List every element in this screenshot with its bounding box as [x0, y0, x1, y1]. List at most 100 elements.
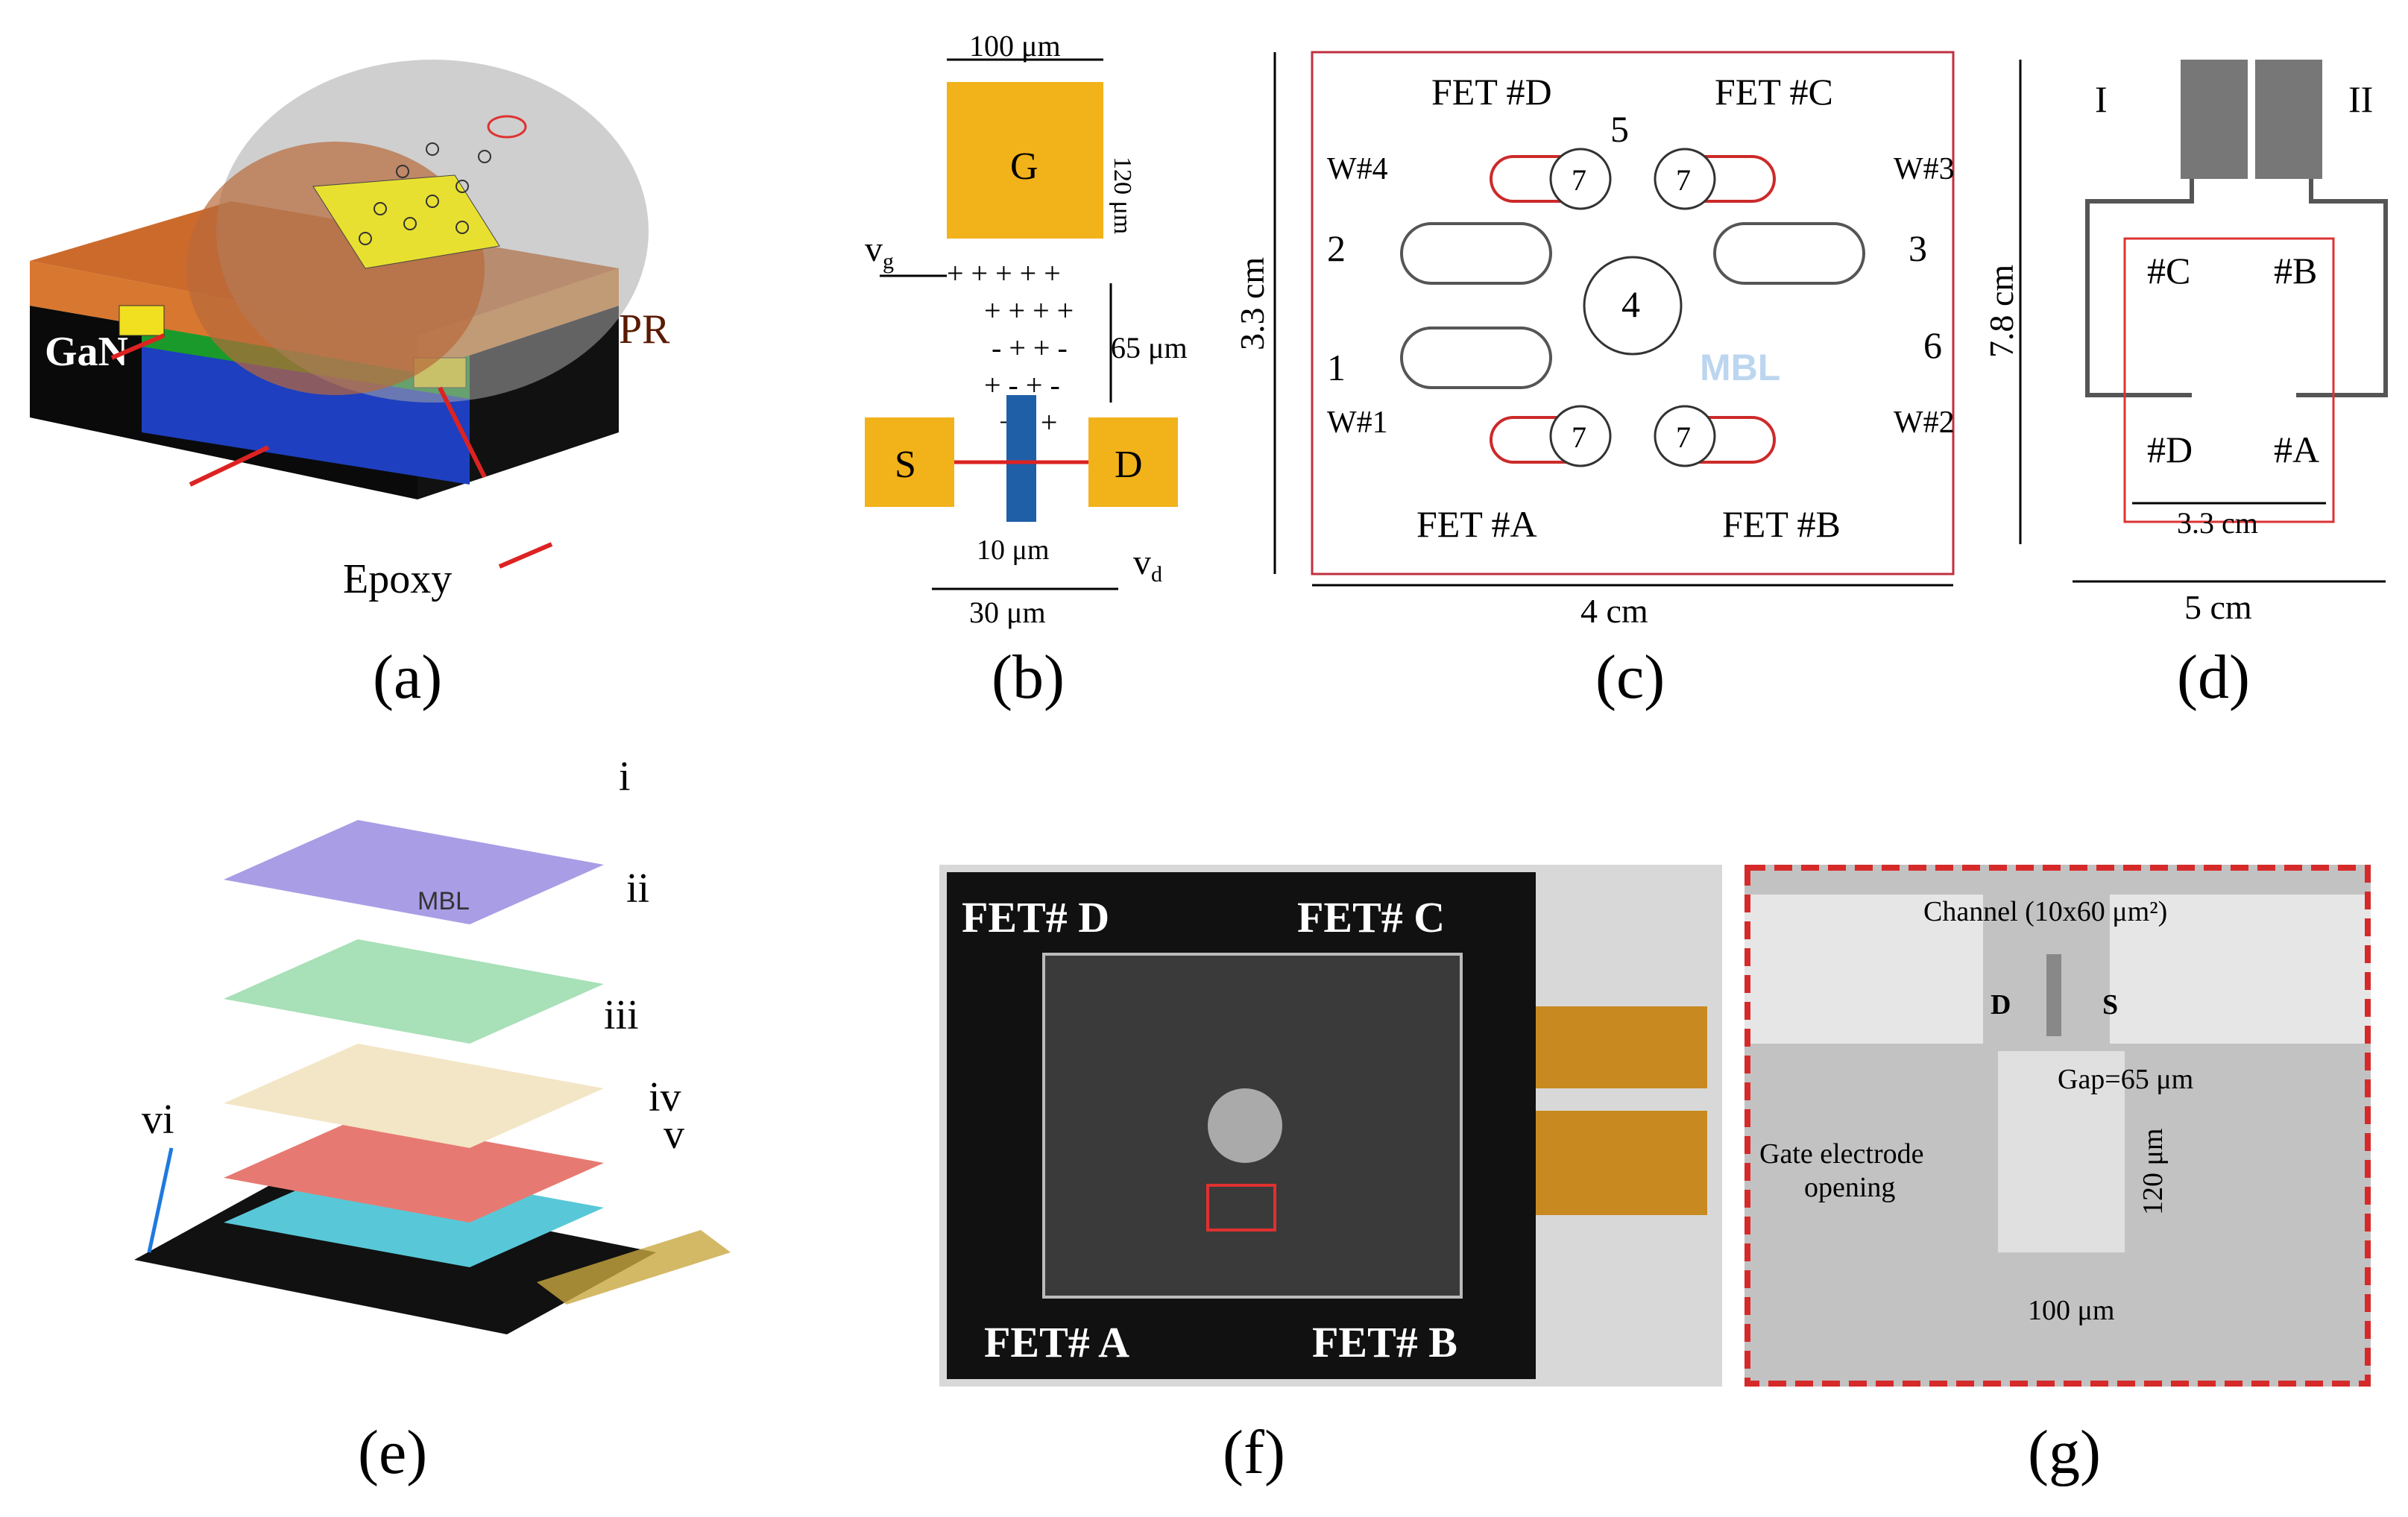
connector-bottom: [1536, 1111, 1707, 1215]
drain-pad: [1744, 895, 1983, 1044]
traces: [2085, 179, 2388, 397]
drain-label: D: [1115, 444, 1143, 486]
panel-g-micrograph: Channel (10x60 μm²) D S Gap=65 μm Gate e…: [1744, 865, 2371, 1387]
arrow-gan: [110, 333, 166, 360]
svg-text:1: 1: [1327, 347, 1346, 388]
dim-height: 3.3 cm: [1233, 257, 1271, 350]
svg-text:iv: iv: [649, 1074, 681, 1120]
svg-text:FET# C: FET# C: [1297, 893, 1445, 942]
panel-a-hemt-device: GaN Si AlGaN Epoxy PR: [15, 45, 670, 626]
svg-text:100 μm: 100 μm: [2028, 1295, 2114, 1326]
svg-text:iii: iii: [604, 992, 639, 1038]
si-layer: [142, 343, 470, 485]
source-electrode: [865, 417, 954, 507]
svg-text:7: 7: [1676, 163, 1691, 197]
svg-text:FET# D: FET# D: [962, 893, 1109, 942]
source-pad: [2110, 895, 2371, 1044]
svg-text:7: 7: [1676, 420, 1691, 454]
source-electrode: [119, 305, 165, 336]
label-si: Si: [149, 463, 184, 509]
ports-7: [1549, 148, 1716, 467]
source-label: S: [895, 444, 916, 486]
contact-pads: [2181, 60, 2322, 179]
svg-text:FET #A: FET #A: [1416, 503, 1537, 545]
gate-sensing-area: [312, 174, 500, 269]
svg-text:i: i: [619, 754, 631, 800]
gate-electrode: [947, 82, 1103, 239]
svg-text:v: v: [664, 1111, 684, 1158]
dim-height: 7.8 cm: [1982, 265, 2020, 358]
svg-text:6: 6: [1923, 324, 1942, 366]
layer-labels: i ii iii iv v vi: [142, 754, 684, 1158]
svg-text:D: D: [1991, 989, 2011, 1021]
svg-text:3: 3: [1909, 227, 1927, 269]
chip-labels: FET #D FET #C FET #A FET #B W#4 W#3 W#1 …: [1327, 71, 1955, 545]
svg-text:W#4: W#4: [1327, 152, 1388, 186]
layer-iv: [224, 1118, 604, 1223]
svg-text:- + + -: - + + -: [992, 331, 1068, 365]
d-labels: I II #C #B #D #A: [2095, 78, 2373, 470]
svg-text:S: S: [2102, 989, 2118, 1021]
dim-span: 30 μm: [969, 596, 1046, 629]
svg-text:FET# B: FET# B: [1312, 1318, 1457, 1366]
panel-c-layout: FET #D FET #C FET #A FET #B W#4 W#3 W#1 …: [1233, 30, 1968, 630]
arrow-vi: [147, 1147, 174, 1253]
dim-inner: 3.3 cm: [2177, 506, 2258, 540]
connector-top: [1536, 1006, 1707, 1088]
svg-text:+ + + +: + + + +: [984, 294, 1074, 327]
panel-f-photo: FET# D FET# C FET# A FET# B: [939, 865, 1722, 1387]
caption-a: (a): [373, 643, 443, 712]
svg-text:opening: opening: [1804, 1172, 1895, 1203]
dim-width: 5 cm: [2184, 588, 2252, 626]
chip-area: [2123, 237, 2335, 523]
svg-text:120 μm: 120 μm: [2137, 1129, 2169, 1215]
arrow-algan: [438, 386, 487, 479]
connector-traces: [537, 1230, 731, 1305]
chambers: [1400, 222, 1865, 389]
vd-label: vd: [1133, 543, 1162, 587]
caption-g: (g): [2028, 1418, 2101, 1487]
vg-label: vg: [865, 230, 894, 274]
central-reservoir: [1583, 256, 1683, 356]
chip-logo: MBL: [1700, 347, 1780, 388]
svg-text:FET #B: FET #B: [1722, 503, 1841, 545]
gate-opening: [1998, 1051, 2125, 1252]
caption-f: (f): [1223, 1418, 1285, 1487]
photo-labels: FET# D FET# C FET# A FET# B: [962, 893, 1457, 1366]
caption-d: (d): [2177, 643, 2250, 712]
drain-electrode: [1088, 417, 1178, 507]
svg-text:W#2: W#2: [1894, 406, 1955, 440]
dim-channel: 10 μm: [977, 534, 1049, 566]
label-algan: AlGaN: [477, 470, 602, 517]
svg-text:Channel (10x60 μm²): Channel (10x60 μm²): [1923, 896, 2167, 927]
svg-text:ii: ii: [626, 865, 649, 912]
label-pr: PR: [619, 306, 670, 353]
svg-text:vi: vi: [142, 1097, 174, 1143]
biomolecules: [359, 142, 491, 245]
svg-text:#C: #C: [2147, 250, 2190, 291]
caption-c: (c): [1595, 643, 1665, 712]
micrograph-labels: Channel (10x60 μm²) D S Gap=65 μm Gate e…: [1759, 896, 2193, 1326]
panel-b-schematic: 100 μm G 120 μm vg + + + + + + + + +- + …: [835, 29, 1223, 629]
svg-text:W#3: W#3: [1894, 152, 1955, 186]
dim-gap: 65 μm: [1111, 331, 1188, 365]
photo-reservoir: [1208, 1088, 1282, 1163]
dim-height: 120 μm: [1109, 157, 1136, 234]
arrow-epoxy: [498, 542, 553, 569]
layer-ii: [224, 939, 604, 1044]
svg-text:FET #D: FET #D: [1431, 71, 1552, 113]
dim-width: 100 μm: [969, 29, 1061, 63]
label-gan: GaN: [45, 329, 128, 375]
svg-text:7: 7: [1572, 420, 1586, 454]
caption-b: (b): [992, 643, 1065, 712]
svg-text:I: I: [2095, 78, 2108, 120]
svg-text:II: II: [2348, 78, 2373, 120]
layer-logo: MBL: [417, 887, 470, 915]
cell-icon: [487, 115, 527, 139]
svg-text:FET# A: FET# A: [984, 1318, 1129, 1366]
svg-text:Gate electrode: Gate electrode: [1759, 1138, 1923, 1170]
zoom-region: [1206, 1184, 1276, 1231]
svg-text:5: 5: [1610, 108, 1629, 150]
panel-d-electrode-layout: I II #C #B #D #A 7.8 cm 3.3 cm 5 cm: [1982, 37, 2401, 626]
label-epoxy: Epoxy: [343, 556, 452, 602]
